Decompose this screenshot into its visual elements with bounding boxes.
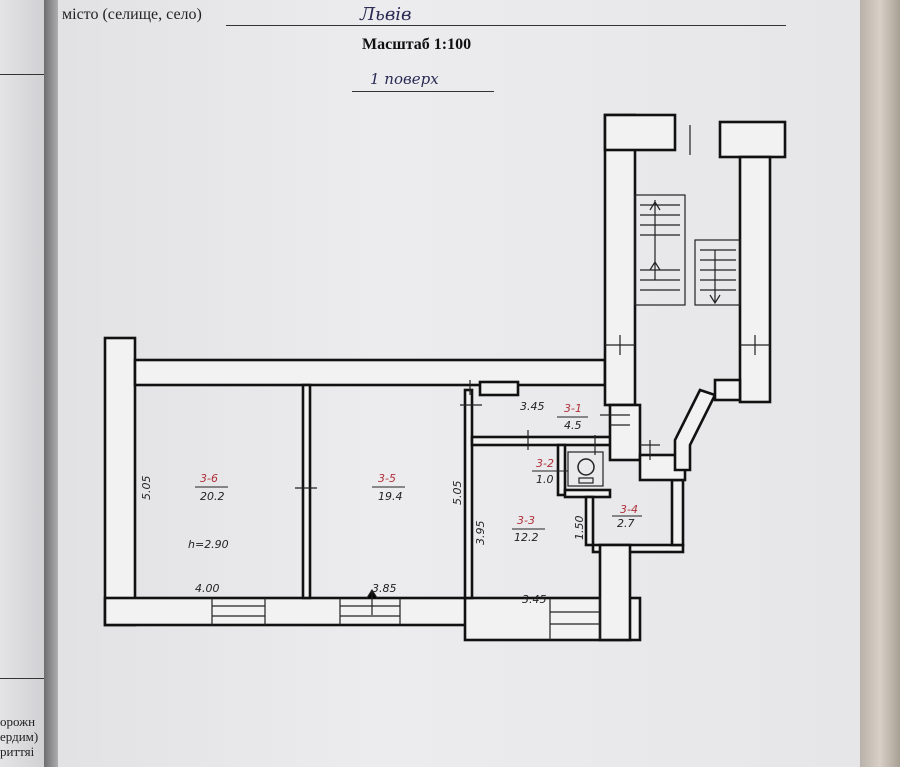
dimension: 3.45 <box>520 400 545 413</box>
room-id: 3-4 <box>620 503 638 516</box>
room-3-2: 3-2 1.0 <box>532 457 568 486</box>
floor-label: 1 поверх <box>370 70 439 88</box>
room-area: 2.7 <box>617 517 635 530</box>
left-page-line <box>0 678 46 679</box>
room-area: 12.2 <box>514 531 539 544</box>
ceiling-height: h=2.90 <box>188 538 229 551</box>
dimension: 3.45 <box>522 593 547 606</box>
city-label: місто (селище, село) <box>62 6 202 23</box>
room-area: 4.5 <box>564 419 582 432</box>
floor-underline <box>352 91 494 92</box>
dimension: 5.05 <box>451 481 464 506</box>
room-3-3: 3-3 12.2 3.45 3.95 <box>474 514 547 606</box>
dimension: 3.85 <box>372 582 397 595</box>
background-fabric <box>860 0 900 767</box>
room-id: 3-3 <box>517 514 535 527</box>
windows-doors <box>211 125 770 640</box>
room-area: 1.0 <box>536 473 554 486</box>
left-page-text: ердим) <box>0 729 39 744</box>
scale-title: Масштаб 1:100 <box>362 36 472 53</box>
toilet-icon <box>567 451 604 487</box>
room-3-4: 3-4 2.7 1.50 <box>573 503 642 540</box>
left-page <box>0 0 48 767</box>
walls <box>103 113 787 642</box>
room-id: 3-6 <box>200 472 218 485</box>
stairs <box>634 194 741 306</box>
dimension: 5.05 <box>140 476 153 501</box>
room-id: 3-5 <box>378 472 396 485</box>
room-3-6: 3-6 20.2 h=2.90 4.00 5.05 <box>140 472 229 595</box>
room-3-1: 3.45 3-1 4.5 <box>520 400 588 432</box>
room-id: 3-1 <box>564 402 582 415</box>
dimension: 4.00 <box>195 582 220 595</box>
room-id: 3-2 <box>536 457 554 470</box>
room-area: 19.4 <box>378 490 403 503</box>
left-page-text: риттяі <box>0 744 35 759</box>
dimension: 3.95 <box>474 521 487 546</box>
city-value: Львів <box>360 4 412 25</box>
left-page-line <box>0 74 46 75</box>
book-gutter <box>44 0 60 767</box>
left-page-text: орожн <box>0 714 36 729</box>
room-3-5: 3-5 19.4 3.85 5.05 <box>372 472 464 595</box>
city-underline <box>226 25 786 26</box>
dimension: 1.50 <box>573 516 586 541</box>
room-area: 20.2 <box>200 490 225 503</box>
